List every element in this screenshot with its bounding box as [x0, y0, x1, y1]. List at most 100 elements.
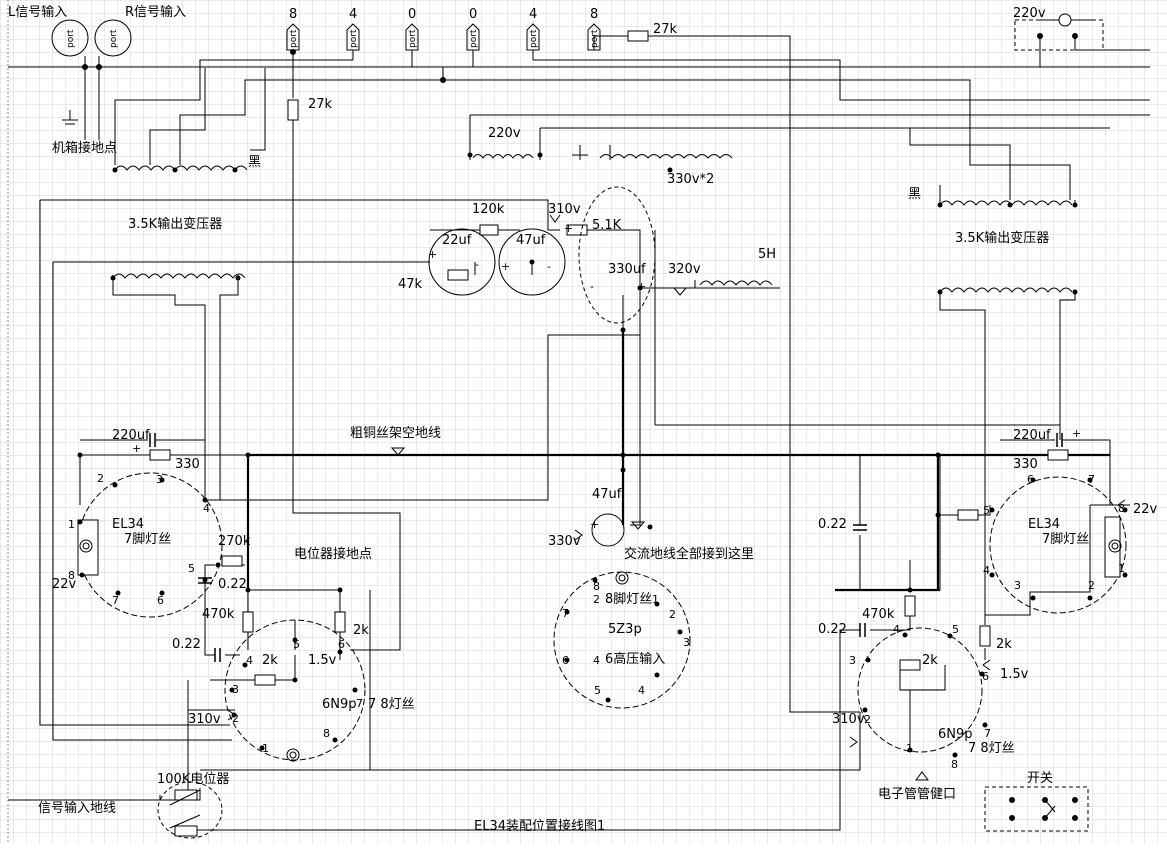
v15-right-label: 1.5v — [1000, 667, 1029, 682]
c47uf-label: 47uf — [516, 233, 546, 248]
pin-number: 7 — [984, 727, 991, 740]
polarity-mark: - — [590, 280, 594, 293]
rect-name-label: 5Z3p — [608, 622, 642, 637]
ac-ground-label: 交流地线全部接到这里 — [624, 546, 754, 562]
coil-tap-dots — [110, 167, 1078, 295]
port-number-3: 0 — [408, 7, 416, 22]
port-number-2: 4 — [349, 7, 357, 22]
ground-arrows — [227, 214, 1126, 781]
output-transformer-mid-right-coil — [939, 287, 1073, 293]
filament78-left-label: 7 8灯丝 — [368, 697, 415, 712]
switch-label: 开关 — [1027, 771, 1053, 786]
pin-number: 4 — [203, 502, 210, 515]
port-label-2: port — [349, 29, 359, 48]
opt-right-label: 3.5K输出变压器 — [955, 230, 1049, 246]
el34-right-label: EL34 — [1028, 517, 1060, 532]
6n9p-right-label: 6N9p — [938, 727, 973, 742]
filter-caps — [428, 186, 656, 547]
pin-number: 4 — [893, 623, 900, 636]
pin-number: 4 — [638, 684, 645, 697]
primary-220v-label: 220v — [488, 126, 521, 141]
port-label-6: port — [590, 29, 600, 48]
switch-box — [984, 786, 1089, 832]
pin-number: 7 — [112, 594, 119, 607]
polarity-mark: + — [637, 280, 646, 293]
pin-number: 6 — [982, 670, 989, 683]
r2k-right-a-label: 2k — [922, 653, 938, 668]
pin-number: 5 — [952, 623, 959, 636]
pin-number: 1 — [906, 742, 913, 755]
c220uf-left-label: 220uf — [112, 428, 150, 443]
r270k-label: 270k — [218, 534, 251, 549]
pin-number: 8 — [951, 758, 958, 771]
v310-top-label: 310v — [548, 202, 581, 217]
port-label-3: port — [408, 29, 418, 48]
mains-label: 220v — [1013, 6, 1046, 21]
power-transformer-primary-coil — [472, 145, 733, 159]
v330-label: 330v — [548, 534, 581, 549]
port-label-1: port — [289, 29, 299, 48]
pin-number: 4 — [246, 654, 253, 667]
r2k-left-b-label: 2k — [353, 623, 369, 638]
filament7-left-label: 7脚灯丝 — [124, 531, 171, 547]
rectifier-socket — [553, 571, 691, 709]
choke-label: 5H — [758, 247, 776, 262]
ht-winding-label: 330v*2 — [667, 172, 714, 187]
choke-coil — [699, 280, 773, 286]
pin-number: 2 — [97, 472, 104, 485]
pin-number: 3 — [156, 473, 163, 486]
polarity-mark: + — [428, 248, 437, 261]
el34-socket-right — [989, 476, 1127, 614]
el34-left-label: EL34 — [112, 517, 144, 532]
6n9p-socket-right — [857, 627, 983, 753]
pin-number: 8 — [593, 580, 600, 593]
ground-bus-label: 粗铜丝架空地线 — [350, 426, 441, 441]
input-right-label: R信号输入 — [125, 4, 186, 20]
pin-number: 5 — [983, 504, 990, 517]
port-label-4: port — [469, 29, 479, 48]
r330-right-label: 330 — [1013, 457, 1038, 472]
potentiometer — [157, 781, 223, 839]
pin-number: 7 — [356, 697, 363, 710]
pin-number: 2 — [864, 713, 871, 726]
6n9p-left-label: 6N9p — [322, 697, 357, 712]
pin-number: 4 — [593, 654, 600, 667]
pin-number: 2 — [593, 593, 600, 606]
pin-number: 8 — [68, 569, 75, 582]
c022-right2-label: 0.22 — [818, 622, 847, 637]
pot-label: 100K电位器 — [157, 772, 229, 787]
pin-number: 1 — [1118, 562, 1125, 575]
input-jacks — [8, 19, 1150, 140]
pin-number: 5 — [188, 562, 195, 575]
output-transformer-mid-left-coil — [112, 273, 246, 279]
pin-number: 8 — [323, 727, 330, 740]
filament7-right-label: 7脚灯丝 — [1042, 531, 1089, 547]
pin-number: 5 — [293, 638, 300, 651]
c22uf-label: 22uf — [442, 233, 472, 248]
output-transformer-top-right-coil — [939, 200, 1073, 206]
rect-ht-label: 6高压输入 — [605, 651, 665, 667]
c022-left-label: 0.22 — [218, 577, 247, 592]
pin-number: 3 — [849, 654, 856, 667]
c022-right-label: 0.22 — [818, 517, 847, 532]
v310-left-label: 310v — [188, 712, 221, 727]
pin-number: 6 — [157, 594, 164, 607]
resistors — [149, 30, 1069, 686]
r470k-right-label: 470k — [862, 607, 895, 622]
r27k-vert-label: 27k — [308, 97, 333, 112]
polarity-mark: + — [132, 442, 141, 455]
polarity-mark: + — [590, 518, 599, 531]
pin-number: 6 — [562, 654, 569, 667]
c022-left2-label: 0.22 — [172, 637, 201, 652]
port-number-5: 4 — [529, 7, 537, 22]
pin-number: 2 — [669, 608, 676, 621]
v320-label: 320v — [668, 262, 701, 277]
r51k-label: 5.1K — [592, 218, 622, 233]
pin-number: 2 — [232, 712, 239, 725]
r2k-right-b-label: 2k — [996, 637, 1012, 652]
sig-ground-label: 信号输入地线 — [38, 800, 116, 816]
r27k-top-label: 27k — [653, 22, 678, 37]
